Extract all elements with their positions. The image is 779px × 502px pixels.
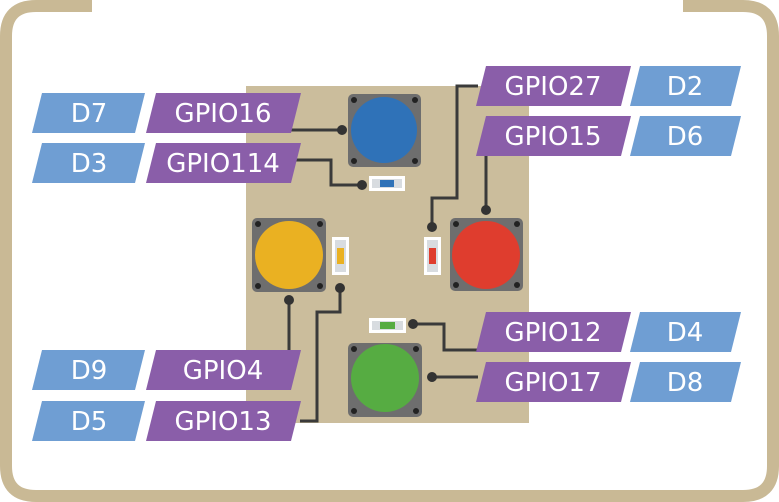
tag-gpio17-text: GPIO17 — [504, 368, 601, 398]
tag-gpio15: GPIO15 — [476, 116, 631, 156]
tag-d4: D4 — [630, 312, 741, 352]
tag-d3: D3 — [32, 143, 145, 183]
tag-gpio15-text: GPIO15 — [504, 122, 601, 152]
red-led — [424, 237, 441, 275]
tag-d7-text: D7 — [71, 99, 108, 129]
red-push-button — [450, 218, 523, 291]
green-push-button — [348, 343, 422, 417]
tag-d6: D6 — [630, 116, 741, 156]
dot-gpio114 — [357, 180, 367, 190]
dot-gpio27 — [427, 222, 437, 232]
wire-gpio114 — [296, 158, 362, 187]
dot-gpio4 — [284, 295, 294, 305]
yellow-led — [332, 237, 349, 275]
wire-gpio27 — [430, 84, 478, 227]
blue-push-button — [348, 94, 421, 167]
dot-gpio12 — [408, 319, 418, 329]
tag-gpio16-text: GPIO16 — [174, 99, 271, 129]
wire-dots — [284, 125, 491, 382]
tag-d8-text: D8 — [667, 368, 704, 398]
tag-gpio114: GPIO114 — [146, 143, 301, 183]
tag-gpio4-text: GPIO4 — [183, 356, 264, 386]
tag-gpio16: GPIO16 — [146, 93, 301, 133]
tag-gpio12-text: GPIO12 — [504, 318, 601, 348]
tag-gpio17: GPIO17 — [476, 362, 631, 402]
dot-gpio15 — [481, 205, 491, 215]
dot-gpio16 — [337, 125, 347, 135]
tag-gpio12: GPIO12 — [476, 312, 631, 352]
tag-d4-text: D4 — [667, 318, 704, 348]
tag-gpio27: GPIO27 — [476, 66, 631, 106]
tag-d6-text: D6 — [667, 122, 704, 152]
tag-d5: D5 — [32, 401, 145, 441]
wire-gpio12 — [413, 322, 478, 352]
tag-d2: D2 — [630, 66, 741, 106]
dot-gpio17 — [427, 372, 437, 382]
tag-gpio13-text: GPIO13 — [174, 407, 271, 437]
yellow-push-button — [252, 218, 326, 292]
tag-d5-text: D5 — [71, 407, 108, 437]
tag-d9-text: D9 — [71, 356, 108, 386]
green-led — [369, 318, 406, 333]
wire-gpio13 — [300, 288, 342, 423]
wires — [286, 84, 488, 423]
tag-d9: D9 — [32, 350, 145, 390]
tag-gpio4: GPIO4 — [146, 350, 301, 390]
tag-d8: D8 — [630, 362, 741, 402]
tag-d7: D7 — [32, 93, 145, 133]
tag-gpio114-text: GPIO114 — [166, 149, 280, 179]
dot-gpio13 — [335, 283, 345, 293]
tag-gpio27-text: GPIO27 — [504, 72, 601, 102]
tag-d3-text: D3 — [71, 149, 108, 179]
tag-gpio13: GPIO13 — [146, 401, 301, 441]
tag-d2-text: D2 — [667, 72, 704, 102]
blue-led — [369, 176, 405, 191]
